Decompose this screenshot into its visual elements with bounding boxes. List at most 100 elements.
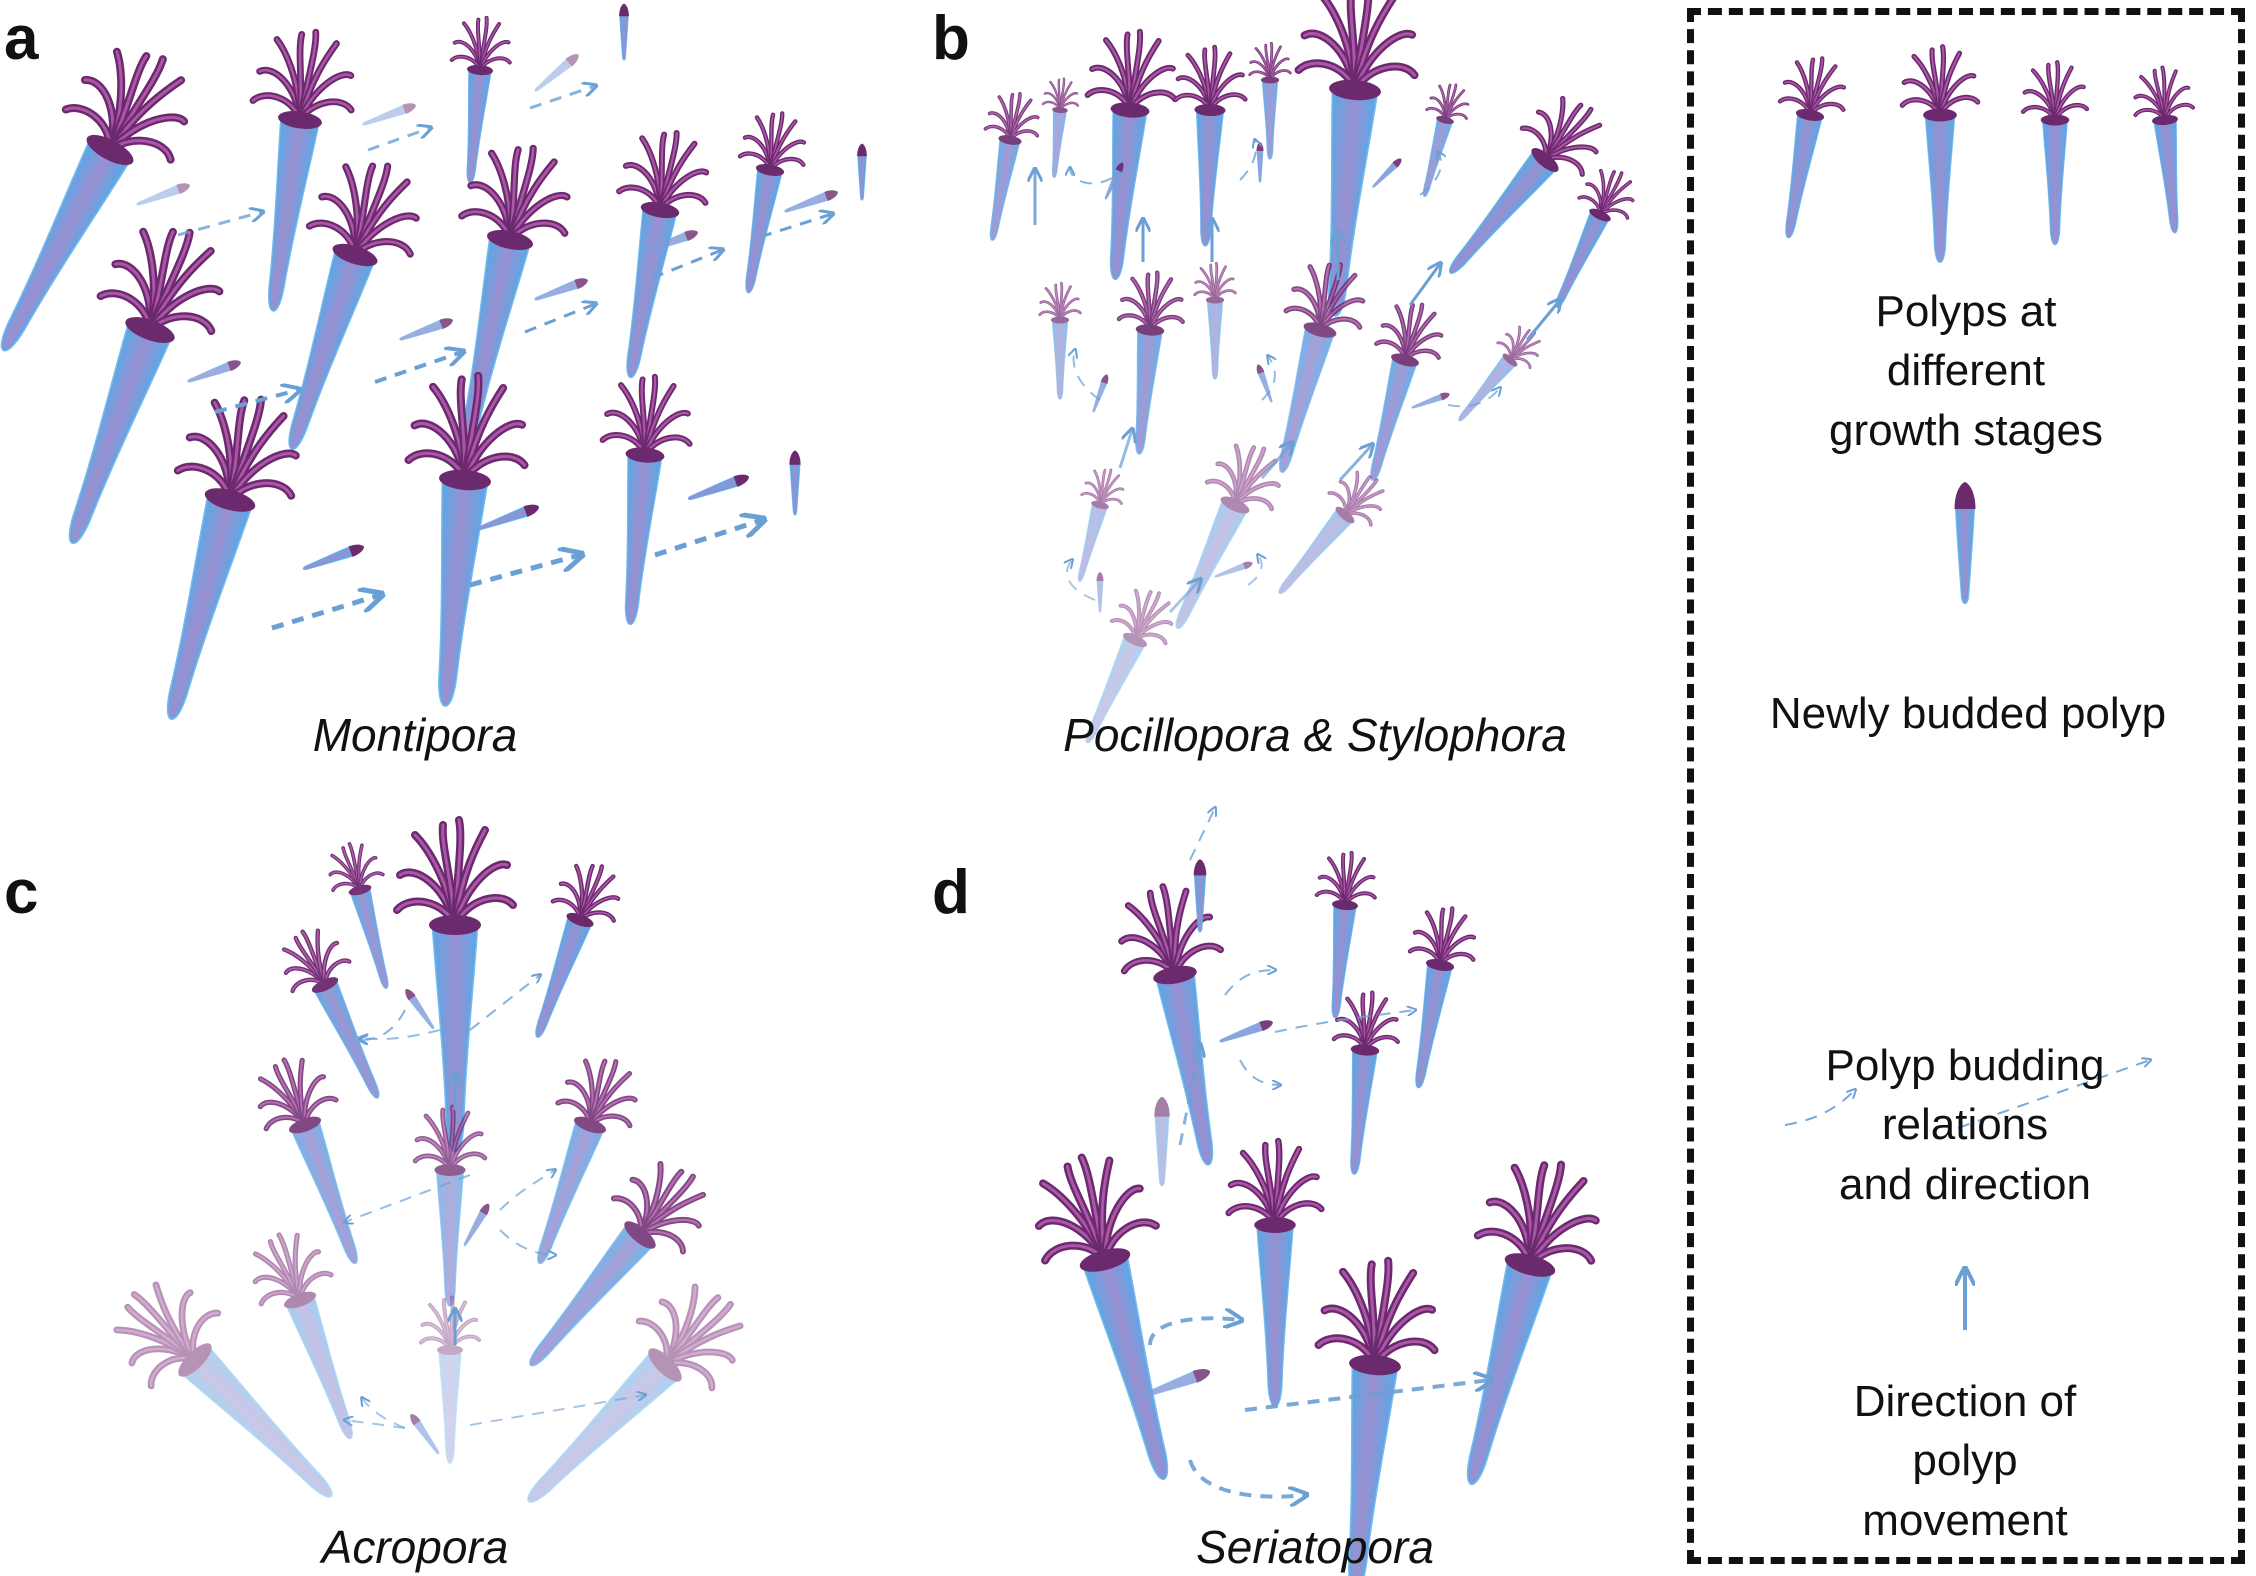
polyps-layer <box>0 0 2196 1576</box>
arrow-37 <box>362 1398 406 1429</box>
arrow-1 <box>367 128 430 152</box>
polyp-26 <box>1077 468 1125 583</box>
polyp-36 <box>537 1058 638 1265</box>
arrow-23 <box>1419 152 1441 196</box>
bud-5 <box>399 318 453 341</box>
polyp-40 <box>419 1295 481 1464</box>
arrow-33 <box>469 975 540 1031</box>
arrow-32 <box>360 1029 441 1039</box>
polyp-25 <box>1458 325 1541 422</box>
arrow-16 <box>1525 300 1560 341</box>
polyp-34 <box>257 1057 358 1265</box>
arrow-26 <box>1447 388 1500 408</box>
polyp-14 <box>1173 44 1248 247</box>
polyp-13 <box>1084 28 1178 281</box>
polyp-24 <box>1370 302 1444 482</box>
buds-layer <box>136 3 1976 1455</box>
polyp-18 <box>1448 95 1603 274</box>
polyp-52 <box>2020 60 2090 246</box>
bud-7 <box>644 230 698 253</box>
polyp-23 <box>1278 262 1366 474</box>
polyp-32 <box>535 863 621 1038</box>
polyp-4 <box>288 162 420 451</box>
polyp-45 <box>1331 990 1400 1175</box>
bud-26 <box>1219 1020 1273 1043</box>
arrow-36 <box>499 1229 555 1255</box>
bud-3 <box>619 3 629 61</box>
arrow-49 <box>1957 1060 2150 1129</box>
legend-label-growth-stages-text: Polyps at different growth stages <box>1829 287 2103 455</box>
legend-label-new-bud-text: Newly budded polyp <box>1769 689 2167 738</box>
polyp-10 <box>599 373 693 626</box>
arrow-35 <box>499 1170 555 1211</box>
polyp-38 <box>252 1232 353 1440</box>
polyp-3 <box>68 227 224 545</box>
legend-label-growth-stages: Polyps at different growth stages <box>1821 282 2111 460</box>
arrow-18 <box>1260 443 1292 479</box>
polyp-51 <box>1899 44 1981 264</box>
polyp-37 <box>529 1161 707 1367</box>
polyp-16 <box>1294 0 1419 317</box>
arrow-3 <box>214 390 298 414</box>
polyp-2 <box>449 15 512 184</box>
arrow-25 <box>1261 356 1275 401</box>
polyp-53 <box>2133 65 2196 234</box>
polyp-29 <box>1085 588 1174 744</box>
polyp-20 <box>1038 281 1082 400</box>
polyp-17 <box>1422 83 1470 198</box>
polyp-47 <box>1225 1137 1325 1407</box>
polyp-6 <box>616 129 710 379</box>
arrow-39 <box>469 1395 645 1426</box>
polyp-11 <box>983 91 1040 241</box>
polyp-15 <box>1248 41 1292 160</box>
polyp-33 <box>281 928 380 1099</box>
arrow-34 <box>345 1174 471 1222</box>
bud-10 <box>302 544 365 571</box>
legend-label-budding-relations: Polyp budding relations and direction <box>1820 1036 2111 1214</box>
bud-22 <box>405 989 435 1030</box>
polyp-46 <box>1034 1153 1169 1481</box>
polyp-19 <box>1555 168 1635 308</box>
arrow-41 <box>1224 970 1275 996</box>
genus-label-pocillopora-stylophora: Pocillopora & Stylophora <box>1063 709 1567 761</box>
polyp-22 <box>1193 261 1237 380</box>
polyp-21 <box>1116 270 1185 455</box>
bud-11 <box>477 504 540 531</box>
arrow-21 <box>1070 168 1113 185</box>
genus-label-seriatopora: Seriatopora <box>1196 1521 1434 1573</box>
polyp-43 <box>1314 850 1377 1019</box>
arrow-31 <box>360 1009 406 1040</box>
arrow-5 <box>524 304 595 334</box>
legend-label-new-bud: Newly budded polyp <box>1770 684 2166 743</box>
bud-27 <box>1154 1096 1170 1187</box>
bud-20 <box>1096 572 1104 613</box>
polyp-42 <box>1118 883 1224 1166</box>
polyp-27 <box>1175 443 1281 629</box>
polyp-9 <box>404 371 529 707</box>
arrow-15 <box>1408 264 1440 306</box>
bud-6 <box>534 278 588 301</box>
arrow-40 <box>1189 808 1215 861</box>
arrow-47 <box>1188 1459 1305 1497</box>
arrow-38 <box>345 1420 406 1429</box>
bud-25 <box>1193 859 1207 933</box>
bud-18 <box>1256 364 1273 403</box>
arrow-42 <box>1274 1010 1415 1033</box>
bud-14 <box>1104 162 1124 200</box>
polyp-30 <box>393 816 517 1153</box>
polyp-31 <box>328 842 389 990</box>
bud-1 <box>362 103 416 126</box>
legend-label-movement-text: Direction of polyp movement <box>1853 1377 2077 1545</box>
bud-21 <box>1214 561 1253 578</box>
panel-letter-a: a <box>4 4 39 73</box>
polyp-7 <box>737 111 807 294</box>
polyp-35 <box>412 1104 488 1307</box>
arrow-2 <box>529 86 595 110</box>
bud-28 <box>1141 1368 1211 1398</box>
genus-label-montipora: Montipora <box>312 709 518 761</box>
arrow-0 <box>177 212 262 237</box>
arrows-layer <box>177 86 2150 1497</box>
legend-label-movement: Direction of polyp movement <box>1820 1372 2111 1550</box>
